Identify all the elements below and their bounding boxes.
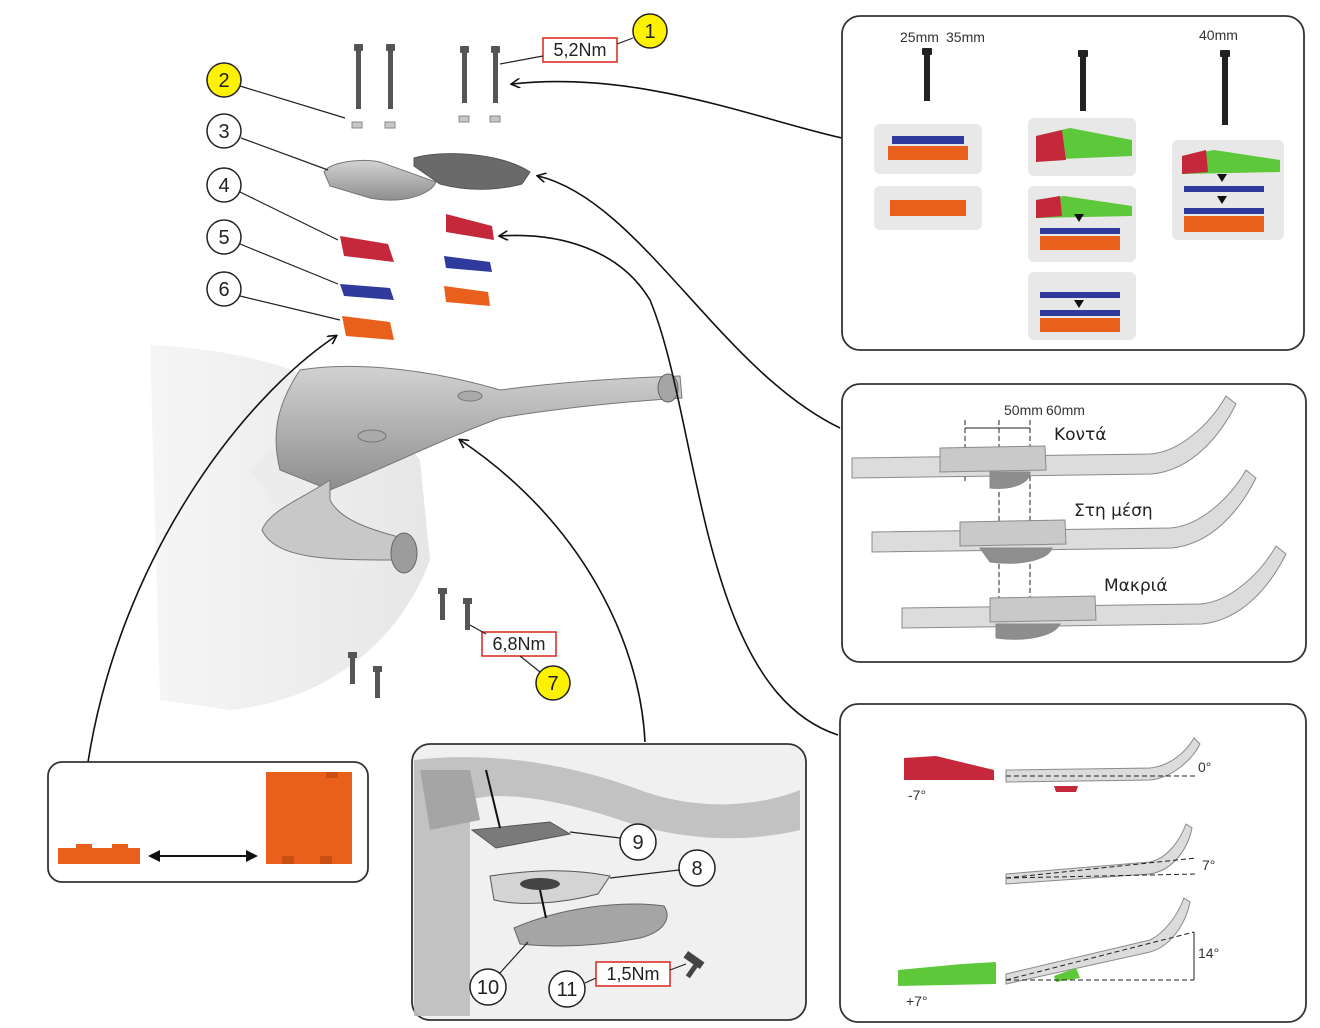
callout-8: 8	[678, 849, 716, 887]
svg-text:7: 7	[547, 673, 558, 695]
svg-text:2: 2	[218, 70, 229, 92]
stem-bolts	[348, 588, 472, 698]
svg-text:1: 1	[644, 21, 655, 43]
svg-text:4: 4	[218, 175, 229, 197]
callout-6: 6	[206, 271, 242, 307]
washers	[351, 115, 501, 129]
spacer-stack	[340, 214, 494, 340]
svg-text:60mm: 60mm	[1046, 402, 1085, 418]
svg-text:7°: 7°	[1202, 857, 1215, 873]
callout-5: 5	[206, 219, 242, 255]
svg-text:3: 3	[218, 121, 229, 143]
pad-caps	[323, 153, 531, 201]
torque-label-top: 5,2Nm	[542, 37, 618, 63]
svg-text:35mm: 35mm	[946, 29, 985, 45]
svg-text:6: 6	[218, 279, 229, 301]
svg-text:1,5Nm: 1,5Nm	[606, 964, 659, 984]
svg-text:40mm: 40mm	[1199, 27, 1238, 43]
svg-text:Στη μέση: Στη μέση	[1074, 501, 1153, 521]
spacer-trim-panel	[47, 761, 369, 883]
svg-text:5: 5	[218, 227, 229, 249]
leader-arrows	[87, 82, 843, 763]
top-bolts	[354, 44, 500, 109]
base-detail-panel: 9 8 10 11 1,5Nm	[411, 743, 807, 1021]
base-bar	[261, 365, 683, 574]
svg-text:Κοντά: Κοντά	[1054, 425, 1107, 445]
svg-text:11: 11	[557, 979, 578, 1001]
callout-7: 7	[535, 665, 571, 701]
svg-text:Μακριά: Μακριά	[1104, 576, 1168, 596]
callout-1: 1	[632, 13, 668, 49]
torque-label-stem: 6,8Nm	[481, 631, 557, 657]
svg-text:25mm: 25mm	[900, 29, 939, 45]
svg-text:8: 8	[691, 858, 702, 880]
svg-text:0°: 0°	[1198, 759, 1211, 775]
pad-angle-panel: -7° +7° 0° 7° 14°	[839, 703, 1307, 1023]
svg-text:5,2Nm: 5,2Nm	[553, 40, 606, 60]
svg-text:-7°: -7°	[908, 787, 926, 803]
bolt-length-panel: 25mm 35mm 40mm	[841, 15, 1305, 351]
torque-label-base: 1,5Nm	[595, 961, 671, 987]
callout-10: 10	[469, 968, 507, 1006]
svg-text:+7°: +7°	[906, 993, 928, 1009]
callout-9: 9	[619, 823, 657, 861]
callout-4: 4	[206, 167, 242, 203]
callout-3: 3	[206, 113, 242, 149]
svg-text:14°: 14°	[1198, 945, 1219, 961]
svg-text:6,8Nm: 6,8Nm	[492, 634, 545, 654]
pad-position-panel: 50mm 60mm Κοντά Στη μέση Μακριά	[841, 383, 1307, 663]
svg-text:10: 10	[477, 977, 499, 999]
svg-text:50mm: 50mm	[1004, 402, 1043, 418]
callout-11: 11	[548, 970, 586, 1008]
callout-2: 2	[206, 62, 242, 98]
svg-text:9: 9	[632, 832, 643, 854]
